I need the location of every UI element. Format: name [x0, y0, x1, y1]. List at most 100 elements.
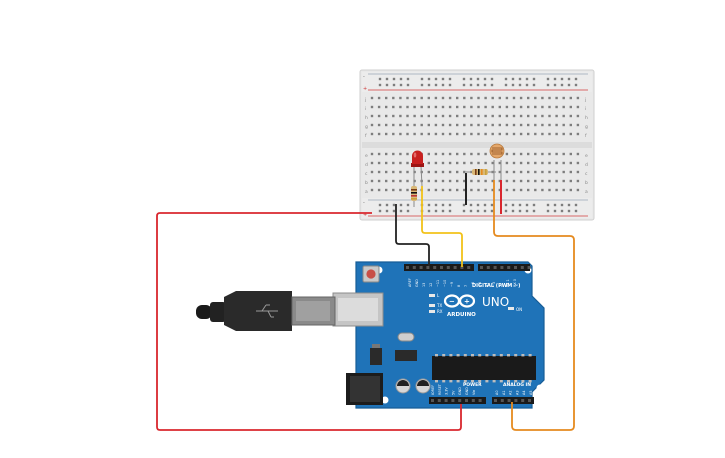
rail-hole[interactable] — [483, 83, 487, 87]
rail-hole[interactable] — [567, 83, 571, 87]
breadboard-hole[interactable] — [413, 179, 416, 183]
breadboard-hole[interactable] — [377, 152, 381, 156]
breadboard-hole[interactable] — [406, 114, 409, 118]
rail-hole[interactable] — [378, 209, 382, 213]
breadboard-hole[interactable] — [370, 161, 374, 165]
breadboard-hole[interactable] — [477, 132, 480, 136]
rail-hole[interactable] — [385, 83, 389, 87]
breadboard-hole[interactable] — [576, 123, 580, 127]
header-pin[interactable] — [446, 266, 450, 269]
breadboard-hole[interactable] — [406, 96, 409, 100]
rail-hole[interactable] — [574, 203, 578, 207]
rail-hole[interactable] — [567, 77, 571, 81]
rail-hole[interactable] — [574, 209, 578, 213]
breadboard-hole[interactable] — [569, 123, 572, 127]
breadboard-hole[interactable] — [427, 170, 430, 174]
breadboard-hole[interactable] — [527, 179, 530, 183]
breadboard-hole[interactable] — [385, 114, 388, 118]
rail-hole[interactable] — [392, 203, 396, 207]
rail-hole[interactable] — [560, 77, 564, 81]
rail-hole[interactable] — [441, 203, 445, 207]
breadboard-hole[interactable] — [448, 170, 452, 174]
breadboard-hole[interactable] — [427, 105, 430, 109]
breadboard-hole[interactable] — [484, 123, 487, 127]
breadboard-hole[interactable] — [392, 114, 395, 118]
breadboard-hole[interactable] — [370, 96, 374, 100]
header-pin[interactable] — [514, 399, 518, 402]
breadboard-hole[interactable] — [498, 188, 501, 192]
breadboard-hole[interactable] — [370, 114, 374, 118]
breadboard-hole[interactable] — [377, 123, 381, 127]
breadboard-hole[interactable] — [527, 170, 530, 174]
breadboard-hole[interactable] — [491, 188, 494, 192]
rail-hole[interactable] — [392, 83, 396, 87]
breadboard-hole[interactable] — [519, 132, 523, 136]
rail-hole[interactable] — [476, 83, 480, 87]
breadboard-hole[interactable] — [420, 105, 423, 109]
rail-hole[interactable] — [525, 209, 529, 213]
breadboard-hole[interactable] — [519, 96, 523, 100]
breadboard-hole[interactable] — [370, 123, 374, 127]
breadboard-hole[interactable] — [569, 105, 572, 109]
rail-hole[interactable] — [427, 209, 431, 213]
breadboard-hole[interactable] — [527, 123, 530, 127]
rail-hole[interactable] — [490, 83, 494, 87]
breadboard-hole[interactable] — [441, 123, 445, 127]
rail-hole[interactable] — [434, 77, 438, 81]
header-pin[interactable] — [431, 399, 434, 402]
breadboard-hole[interactable] — [527, 96, 530, 100]
header-pin[interactable] — [494, 399, 497, 402]
header-pin[interactable] — [520, 266, 524, 269]
breadboard-hole[interactable] — [456, 170, 459, 174]
breadboard-hole[interactable] — [399, 161, 402, 165]
breadboard-hole[interactable] — [569, 96, 572, 100]
breadboard-hole[interactable] — [406, 152, 409, 156]
breadboard-hole[interactable] — [541, 161, 544, 165]
breadboard-hole[interactable] — [434, 114, 438, 118]
breadboard-hole[interactable] — [448, 123, 452, 127]
breadboard-hole[interactable] — [505, 152, 509, 156]
breadboard-hole[interactable] — [448, 188, 452, 192]
breadboard-hole[interactable] — [534, 161, 537, 165]
breadboard-hole[interactable] — [463, 188, 466, 192]
breadboard-hole[interactable] — [527, 105, 530, 109]
rail-hole[interactable] — [476, 209, 480, 213]
rail-hole[interactable] — [574, 77, 578, 81]
reset-button-cap[interactable] — [366, 269, 376, 279]
breadboard-hole[interactable] — [519, 123, 523, 127]
breadboard[interactable]: - + - + j i h g f j i h g f e d — [359, 69, 595, 221]
rail-hole[interactable] — [567, 209, 571, 213]
rail-hole[interactable] — [546, 209, 550, 213]
breadboard-hole[interactable] — [434, 96, 438, 100]
breadboard-hole[interactable] — [399, 179, 402, 183]
breadboard-hole[interactable] — [385, 170, 388, 174]
breadboard-hole[interactable] — [484, 105, 487, 109]
header-pin[interactable] — [406, 266, 409, 269]
breadboard-hole[interactable] — [377, 170, 381, 174]
header-pin[interactable] — [486, 266, 490, 269]
breadboard-hole[interactable] — [498, 132, 501, 136]
breadboard-hole[interactable] — [534, 170, 537, 174]
arduino-uno-board[interactable]: L TX RX ON − + ARDUINO UNO DIGITAL (PWM … — [332, 261, 545, 409]
breadboard-hole[interactable] — [399, 152, 402, 156]
breadboard-hole[interactable] — [484, 132, 487, 136]
breadboard-hole[interactable] — [406, 123, 409, 127]
breadboard-hole[interactable] — [555, 161, 558, 165]
rail-hole[interactable] — [504, 209, 508, 213]
breadboard-hole[interactable] — [441, 132, 445, 136]
rail-hole[interactable] — [483, 203, 487, 207]
breadboard-hole[interactable] — [569, 161, 572, 165]
rail-hole[interactable] — [532, 203, 536, 207]
breadboard-hole[interactable] — [470, 123, 473, 127]
breadboard-hole[interactable] — [470, 132, 473, 136]
breadboard-hole[interactable] — [562, 152, 565, 156]
breadboard-hole[interactable] — [555, 170, 558, 174]
rail-hole[interactable] — [469, 77, 473, 81]
breadboard-hole[interactable] — [385, 179, 388, 183]
rail-hole[interactable] — [427, 203, 431, 207]
breadboard-hole[interactable] — [456, 132, 459, 136]
rail-hole[interactable] — [553, 203, 557, 207]
header-pin[interactable] — [433, 266, 437, 269]
breadboard-hole[interactable] — [448, 132, 452, 136]
header-pin[interactable] — [471, 399, 475, 402]
